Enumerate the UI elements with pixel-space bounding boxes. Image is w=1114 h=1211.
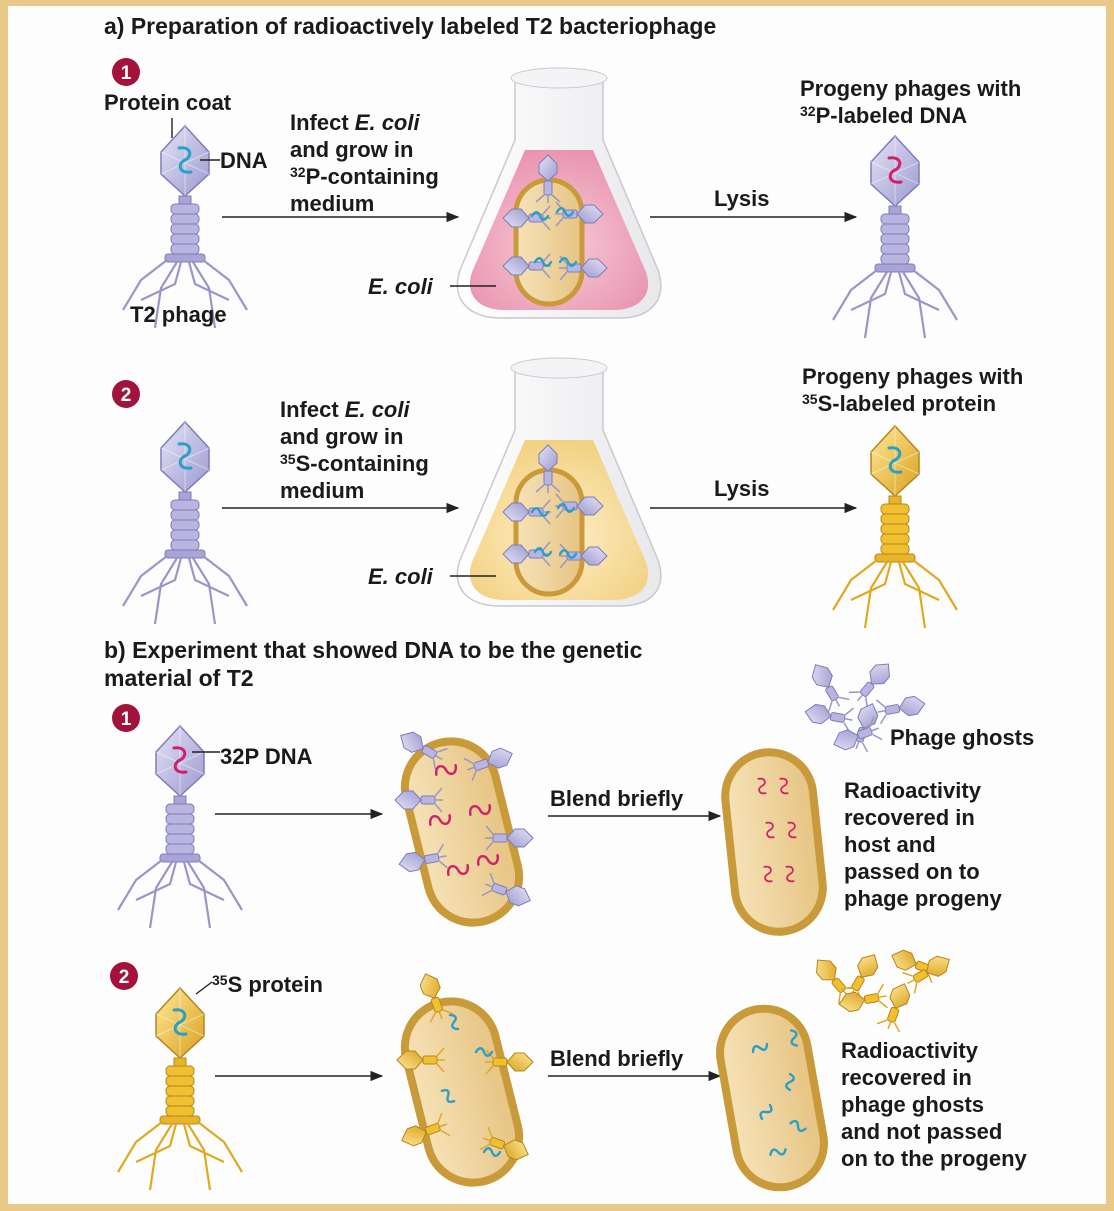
label-32p-dna: 32P DNA <box>220 744 313 769</box>
result-b1-line2: recovered in <box>844 805 975 830</box>
ecoli-label-a1: E. coli <box>368 274 434 299</box>
svg-text:1: 1 <box>121 63 132 84</box>
ecoli-label-a2: E. coli <box>368 564 434 589</box>
label-35s-protein: 35S protein <box>212 972 323 997</box>
infect-line4-a1: medium <box>290 191 374 216</box>
svg-text:2: 2 <box>121 385 132 406</box>
result-b1-line1: Radioactivity <box>844 778 982 803</box>
step-badge-a2: 2 <box>112 380 140 408</box>
section-a-title: a) Preparation of radioactively labeled … <box>104 13 716 39</box>
lysis-label-a1: Lysis <box>714 186 769 211</box>
result-b2-line1: Radioactivity <box>841 1038 979 1063</box>
blend-label-b2: Blend briefly <box>550 1046 684 1071</box>
result-b1-line5: phage progeny <box>844 886 1002 911</box>
blend-label-b1: Blend briefly <box>550 786 684 811</box>
infect-line3-a2: 35S-containing <box>280 451 429 476</box>
svg-text:2: 2 <box>119 967 130 988</box>
section-b-title-line1: b) Experiment that showed DNA to be the … <box>104 637 643 663</box>
infect-line4-a2: medium <box>280 478 364 503</box>
progeny-label-a2-line1: Progeny phages with <box>802 364 1023 389</box>
t2-phage-label: T2 phage <box>130 302 227 327</box>
result-b2-line2: recovered in <box>841 1065 972 1090</box>
infect-line3-a1: 32P-containing <box>290 164 439 189</box>
ecoli-cell-a2 <box>516 470 582 594</box>
result-b2-line3: phage ghosts <box>841 1092 984 1117</box>
dna-label: DNA <box>220 148 268 173</box>
result-b1-line4: passed on to <box>844 859 980 884</box>
progeny-label-a1-line1: Progeny phages with <box>800 76 1021 101</box>
section-b-title-line2: material of T2 <box>104 665 254 691</box>
result-b2-line4: and not passed <box>841 1119 1002 1144</box>
result-b2-line5: on to the progeny <box>841 1146 1028 1171</box>
lysis-label-a2: Lysis <box>714 476 769 501</box>
step-badge-a1: 1 <box>112 58 140 86</box>
svg-text:1: 1 <box>121 709 132 730</box>
infect-line2-a2: and grow in <box>280 424 403 449</box>
infect-label-a2: Infect E. coli <box>280 397 410 422</box>
progeny-label-a1-line2: 32P-labeled DNA <box>800 103 967 128</box>
ecoli-cell-a1 <box>516 180 582 304</box>
step-badge-b2: 2 <box>110 962 138 990</box>
infect-label-a1: Infect E. coli <box>290 110 420 135</box>
result-b1-line3: host and <box>844 832 936 857</box>
step-badge-b1: 1 <box>112 704 140 732</box>
phage-ghosts-label: Phage ghosts <box>890 725 1034 750</box>
progeny-label-a2-line2: 35S-labeled protein <box>802 391 996 416</box>
protein-coat-label: Protein coat <box>104 90 232 115</box>
infect-line2-a1: and grow in <box>290 137 413 162</box>
host-cell-b1 <box>721 748 827 936</box>
